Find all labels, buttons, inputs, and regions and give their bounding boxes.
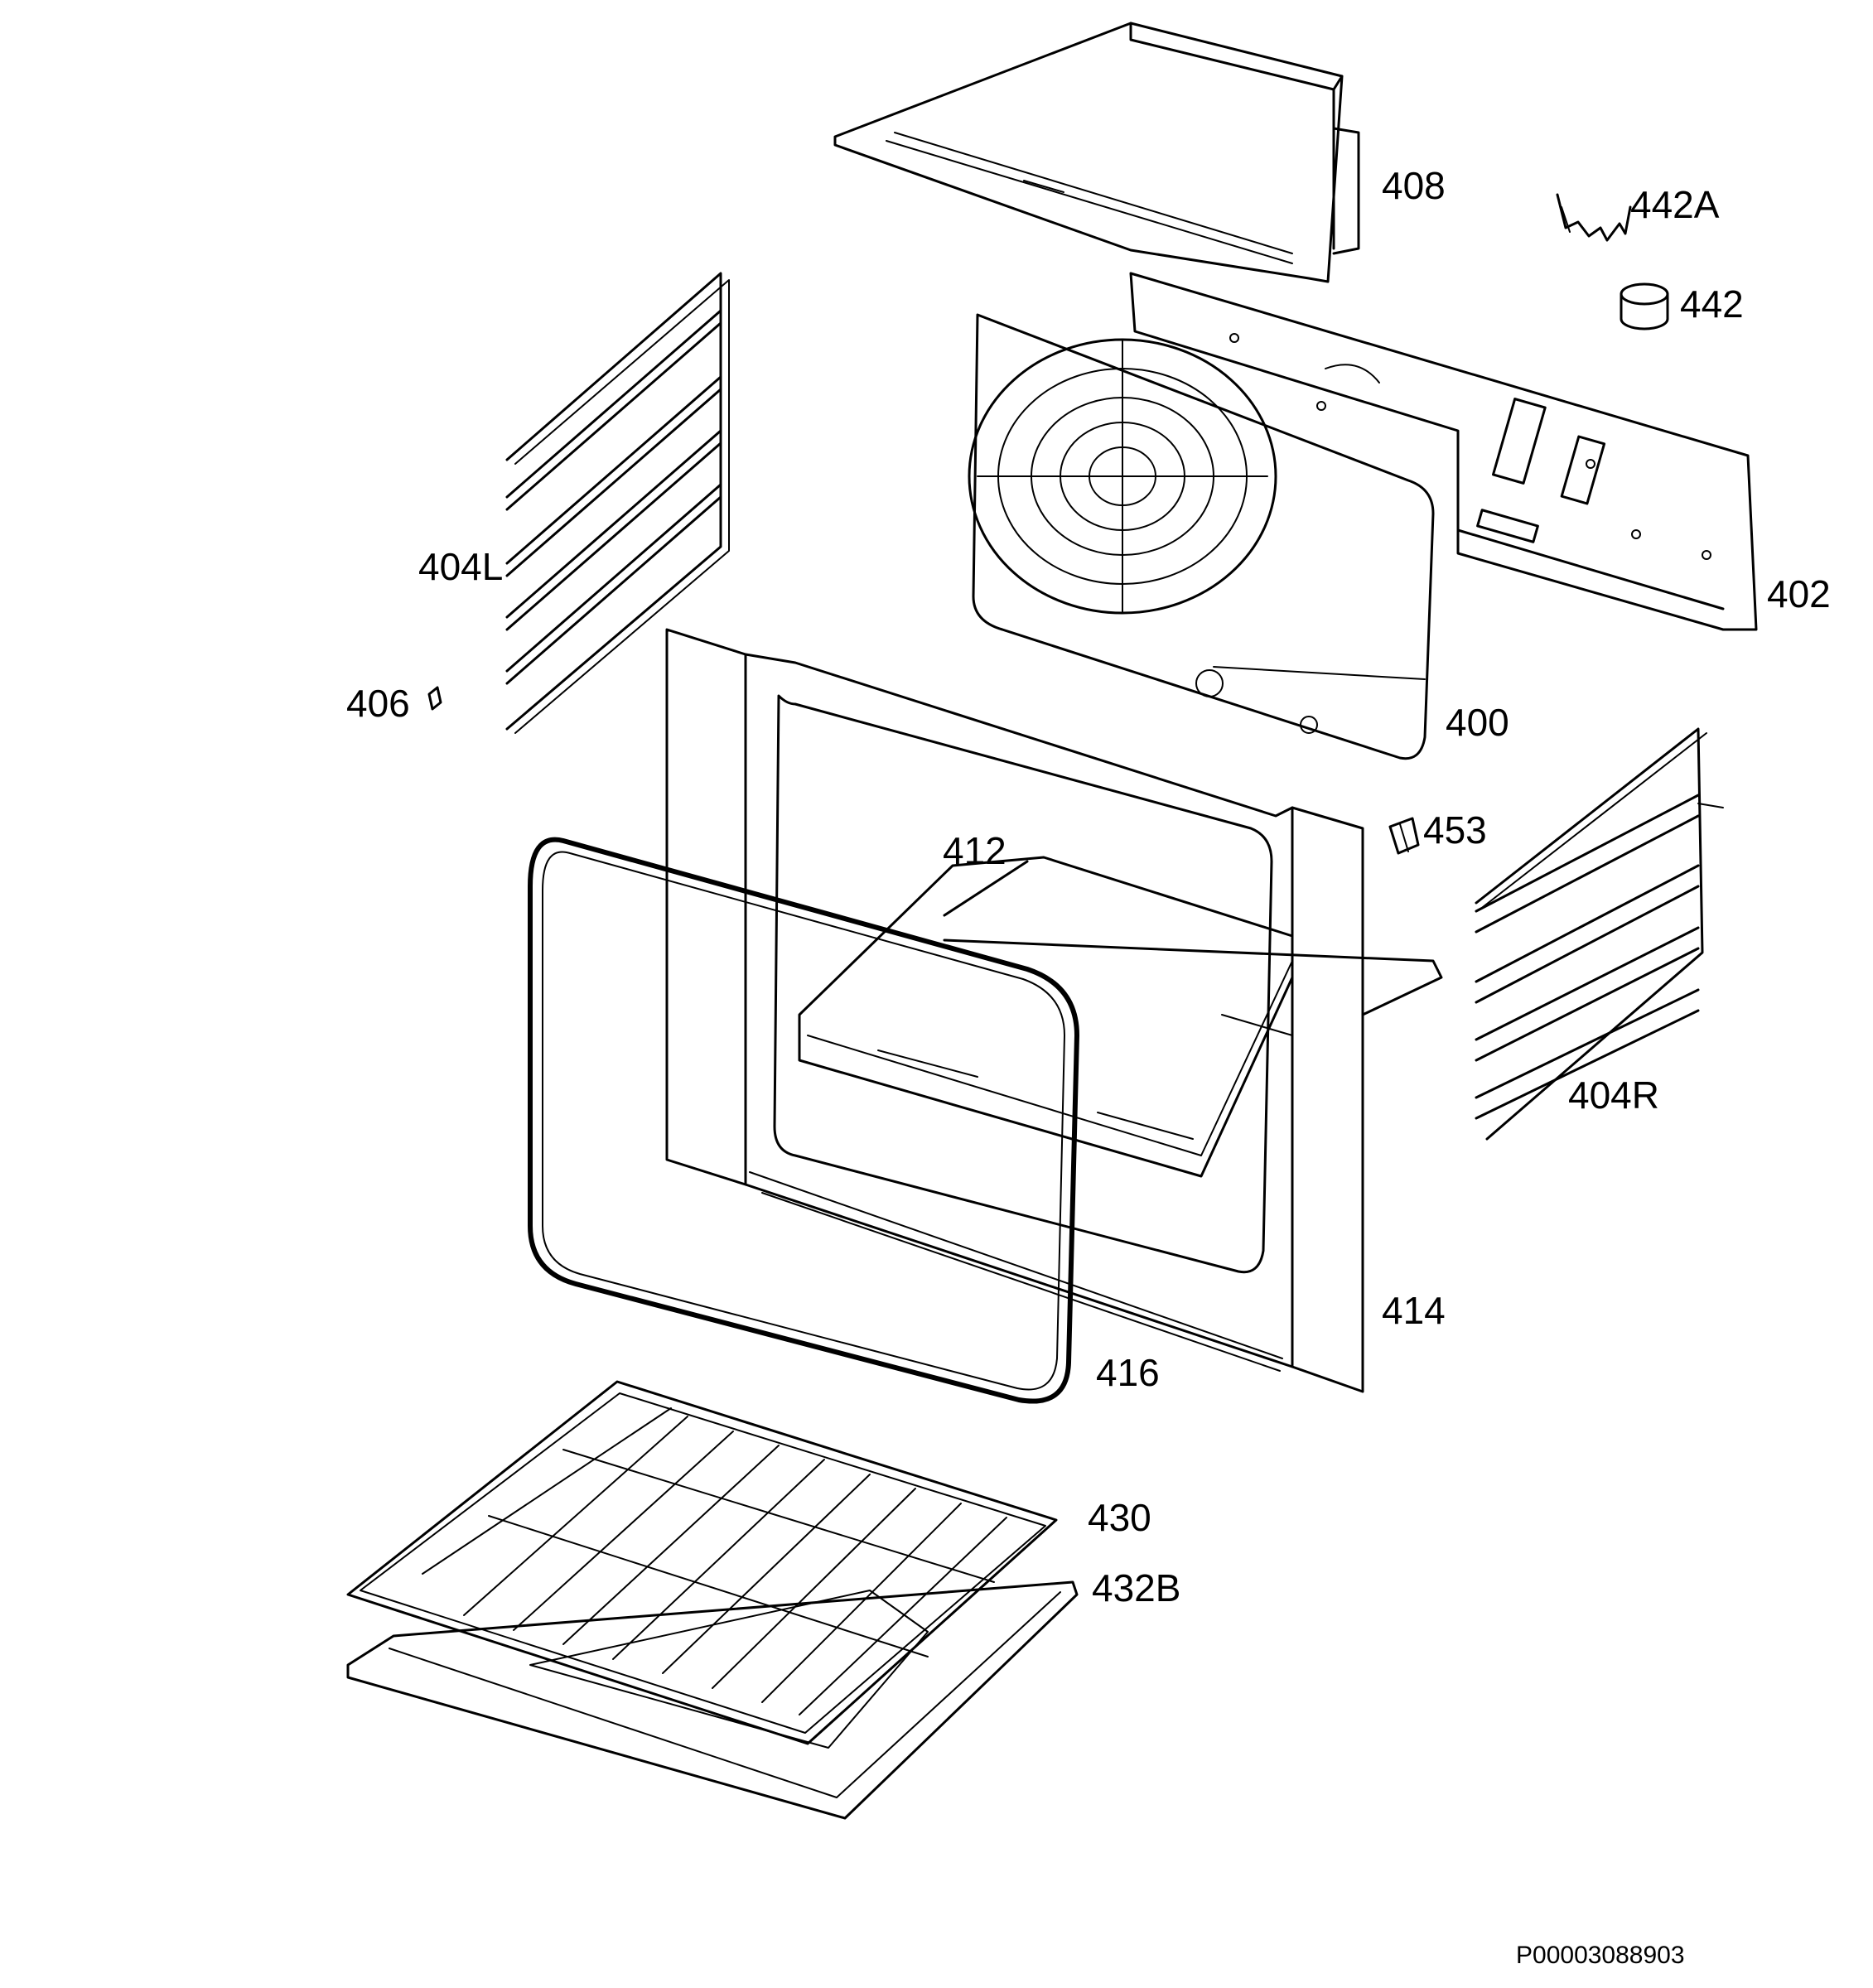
label-414: 414 bbox=[1382, 1289, 1446, 1332]
label-400: 400 bbox=[1446, 701, 1509, 744]
part-404R-right-runner bbox=[1475, 727, 1724, 1141]
label-432B: 432B bbox=[1092, 1566, 1180, 1609]
part-406-clip bbox=[427, 686, 442, 711]
label-408: 408 bbox=[1382, 164, 1446, 207]
document-id: P00003088903 bbox=[1516, 1942, 1685, 1969]
label-430: 430 bbox=[1088, 1496, 1151, 1539]
part-412-tray bbox=[798, 856, 1443, 1178]
label-406: 406 bbox=[346, 682, 410, 725]
label-412: 412 bbox=[943, 829, 1006, 872]
label-404R: 404R bbox=[1568, 1074, 1659, 1117]
label-416: 416 bbox=[1096, 1351, 1160, 1394]
part-402-back-panel bbox=[1129, 272, 1758, 631]
part-400-fan-cover bbox=[968, 313, 1435, 760]
part-408-deflector bbox=[833, 22, 1360, 283]
part-453-lamp bbox=[1388, 817, 1420, 855]
label-453: 453 bbox=[1423, 808, 1487, 852]
part-442-cap bbox=[1620, 282, 1669, 331]
part-432B-baking-tray bbox=[346, 1580, 1079, 1820]
label-442A: 442A bbox=[1630, 183, 1720, 226]
label-442: 442 bbox=[1680, 282, 1744, 326]
label-402: 402 bbox=[1767, 572, 1831, 615]
part-414-cavity-frame bbox=[665, 628, 1364, 1393]
part-416-door-seal bbox=[528, 837, 1079, 1404]
part-430-wire-rack bbox=[346, 1380, 1058, 1745]
label-404L: 404L bbox=[418, 545, 503, 588]
part-404L-left-runner bbox=[505, 272, 730, 734]
part-442A-clip bbox=[1556, 193, 1632, 242]
